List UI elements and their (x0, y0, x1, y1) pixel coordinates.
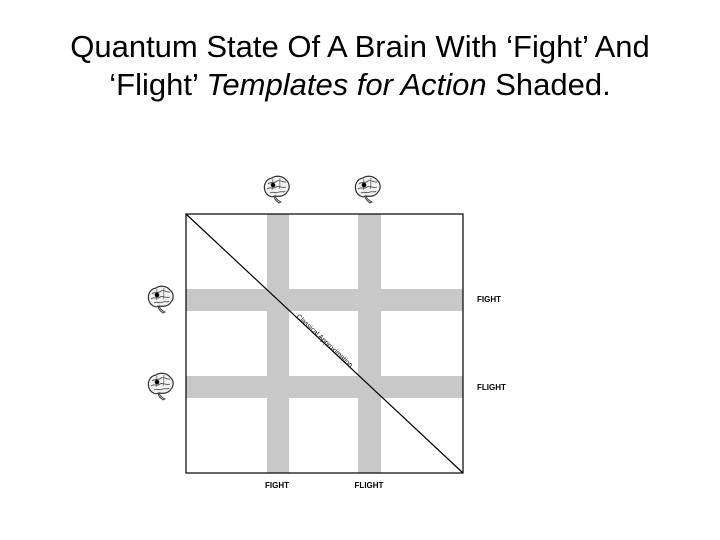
title-line-2-italic: Templates for Action (206, 67, 487, 102)
brain-icon (354, 175, 381, 204)
row-label-flight: FLIGHT (477, 383, 506, 392)
title-line-1: Quantum State Of A Brain With ‘Fight’ An… (70, 29, 650, 64)
column-band-flight (358, 214, 381, 473)
brain-icon (147, 372, 174, 401)
title-line-2-end: Shaded. (486, 67, 611, 102)
brain-icon (263, 175, 290, 204)
column-band-fight (267, 214, 289, 473)
classical-diagonal (185, 213, 464, 474)
row-band-fight (186, 289, 463, 311)
diagonal-label: Classical Approximation (295, 313, 354, 369)
diagram-frame (185, 213, 464, 474)
title-line-2: ‘Flight’ Templates for Action Shaded. (0, 66, 720, 104)
column-label-flight: FLIGHT (355, 481, 384, 490)
column-label-fight: FIGHT (265, 481, 289, 490)
brain-icon (147, 285, 174, 314)
row-band-flight (186, 376, 463, 398)
shaded-templates (186, 214, 463, 473)
slide-title: Quantum State Of A Brain With ‘Fight’ An… (0, 28, 720, 104)
row-label-fight: FIGHT (477, 295, 501, 304)
title-line-2-start: ‘Flight’ (109, 67, 207, 102)
